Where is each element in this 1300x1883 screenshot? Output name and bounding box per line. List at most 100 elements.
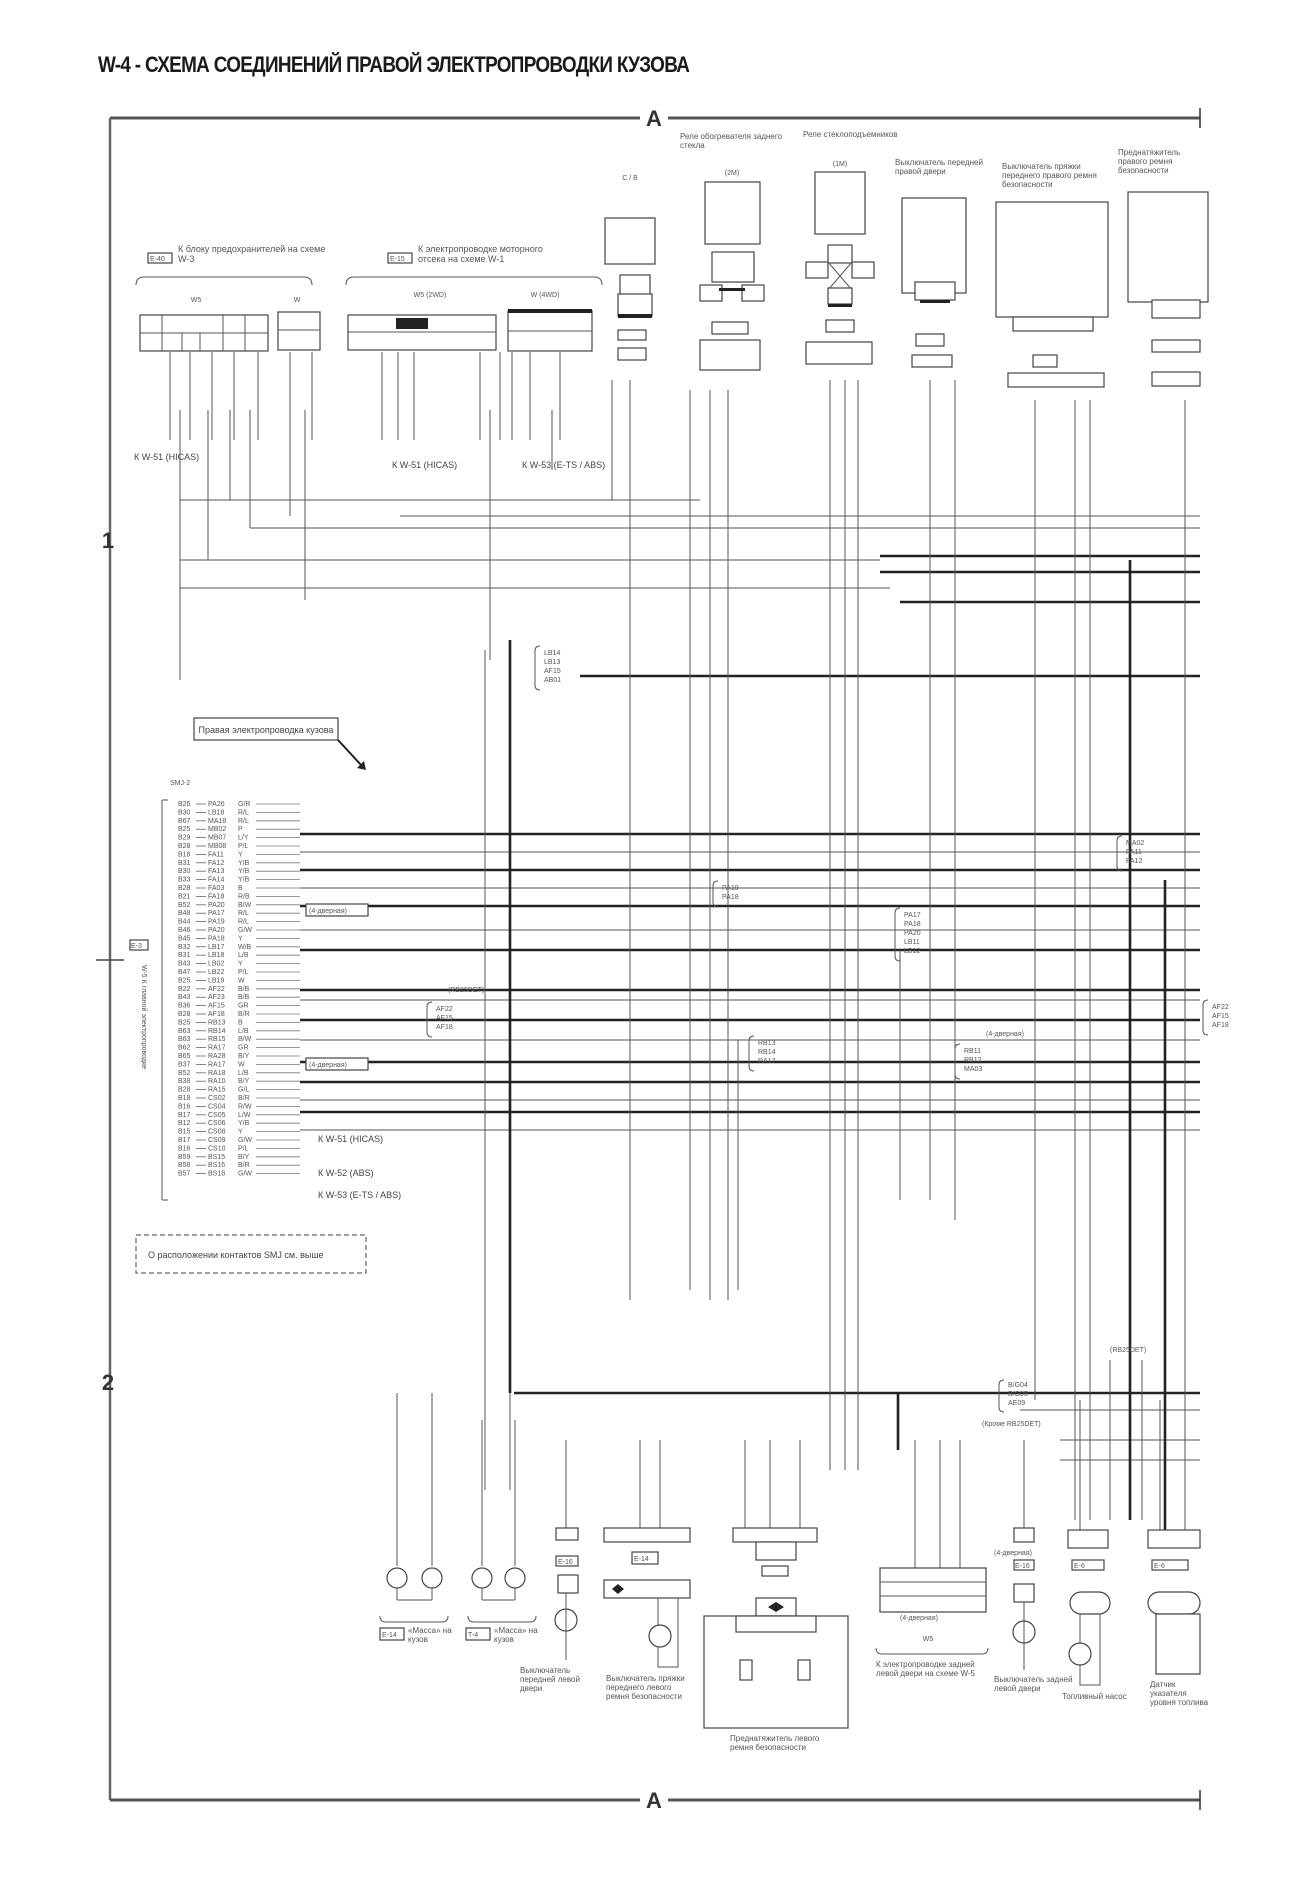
splice-label: FA12 — [1126, 858, 1142, 865]
column-marker-top: A — [646, 106, 662, 131]
splice-label: RB11 — [964, 1048, 981, 1055]
smj-pin: B25 — [178, 1019, 191, 1026]
rb-note: (RB25DET) — [1110, 1347, 1146, 1354]
group-note-1: (4-дверная) — [309, 908, 347, 915]
smj-color: P/L — [238, 969, 249, 976]
smj-color: B/W — [238, 902, 252, 909]
smj-row: B31 FA12 Y/B — [178, 860, 300, 867]
splice-label: AB01 — [544, 677, 561, 684]
splice-label: AF15 — [436, 1015, 453, 1022]
smj-circuit: FA14 — [208, 877, 224, 884]
splice-label: LB14 — [544, 650, 560, 657]
smj-pin: B26 — [178, 801, 191, 808]
page-title: W-4 - СХЕМА СОЕДИНЕНИЙ ПРАВОЙ ЭЛЕКТРОПРО… — [98, 52, 690, 77]
smj-side-badge: E-3 — [131, 943, 142, 950]
smj-color: Y/B — [238, 860, 250, 867]
smj-pin: B52 — [178, 902, 191, 909]
svg-text:W5: W5 — [191, 297, 202, 304]
smj-circuit: FA18 — [208, 893, 224, 900]
smj-pin: B32 — [178, 944, 191, 951]
callout-text: Правая электропроводка кузова — [199, 725, 334, 735]
splice-label: PA20 — [904, 930, 921, 937]
splice-label: PA17 — [904, 912, 921, 919]
smj-circuit: CS04 — [208, 1103, 226, 1110]
smj-pin: B57 — [178, 1171, 191, 1178]
smj-circuit: LB19 — [208, 977, 224, 984]
smj-pin: B47 — [178, 969, 191, 976]
engine-harness-ref-text: К электропроводке моторного отсека на сх… — [418, 244, 543, 264]
row-marker-2: 2 — [102, 1370, 114, 1395]
smj-circuit: FA12 — [208, 860, 224, 867]
svg-text:W5 (2WD): W5 (2WD) — [414, 292, 447, 299]
smj-pin: B63 — [178, 1028, 191, 1035]
smj-pin: B21 — [178, 893, 191, 900]
smj-circuit: LB18 — [208, 952, 224, 959]
smj-circuit: LB22 — [208, 969, 224, 976]
smj-pin: B15 — [178, 1129, 191, 1136]
smj-pin: B37 — [178, 1061, 191, 1068]
splice-label: LB13 — [544, 659, 560, 666]
left-pretensioner: Преднатяжитель левого ремня безопасности — [703, 1527, 849, 1752]
fuse-block-badge: E-40 — [150, 256, 165, 263]
smj-circuit: BS15 — [208, 1154, 225, 1161]
smj-pin: B38 — [178, 1078, 191, 1085]
smj-pin: B58 — [178, 1162, 191, 1169]
smj-color: Y — [238, 935, 243, 942]
smj-circuit: MB02 — [208, 826, 226, 833]
smj-link-w53: К W-53 (E-TS / ABS) — [318, 1190, 401, 1200]
smj-pin: B28 — [178, 1011, 191, 1018]
smj-color: G/L — [238, 1087, 249, 1094]
smj-row: B47 LB22 P/L — [178, 969, 300, 976]
smj-circuit: RA17 — [208, 1045, 226, 1052]
smj-pin: B25 — [178, 826, 191, 833]
smj-circuit: AF18 — [208, 1011, 225, 1018]
smj-color: L/Y — [238, 835, 249, 842]
except-rb-note: (Кроме RB25DET) — [982, 1421, 1041, 1428]
splice-label: LB12 — [904, 948, 920, 955]
svg-text:W5: W5 — [923, 1636, 934, 1643]
smj-circuit: MA18 — [208, 818, 226, 825]
splice-label: PA18 — [904, 921, 921, 928]
svg-text:E-14: E-14 — [382, 1632, 397, 1639]
smj-color: Y/B — [238, 877, 250, 884]
splice-label: AF15 — [544, 668, 561, 675]
connector-w5-2wd: W5 (2WD) — [347, 292, 497, 351]
engine-harness-badge: E-15 — [390, 256, 405, 263]
front-left-door-switch: E-16 Выключатель передней левой двери — [520, 1527, 580, 1693]
smj-pin: B25 — [178, 977, 191, 984]
svg-text:(4-дверная): (4-дверная) — [900, 1615, 938, 1622]
right-pretensioner: Преднатяжитель правого ремня безопасност… — [1118, 148, 1209, 387]
smj-pin: B28 — [178, 1087, 191, 1094]
front-right-door-switch: Выключатель передней правой двери — [895, 158, 983, 368]
smj-note-text: О расположении контактов SMJ см. выше — [148, 1250, 324, 1260]
smj-color: P/L — [238, 1145, 249, 1152]
smj-pin: B18 — [178, 1095, 191, 1102]
splice-label: PA19 — [722, 885, 739, 892]
smj-color: R/L — [238, 910, 249, 917]
smj-pin: B31 — [178, 860, 191, 867]
rear-left-door-harness-ref: (4-дверная) W5 К электропроводке задней … — [875, 1567, 989, 1678]
group-note-3: (4-дверная) — [986, 1031, 1024, 1038]
smj-circuit: AF22 — [208, 986, 225, 993]
smj-color: R/B — [238, 893, 250, 900]
smj-color: L/B — [238, 1028, 249, 1035]
